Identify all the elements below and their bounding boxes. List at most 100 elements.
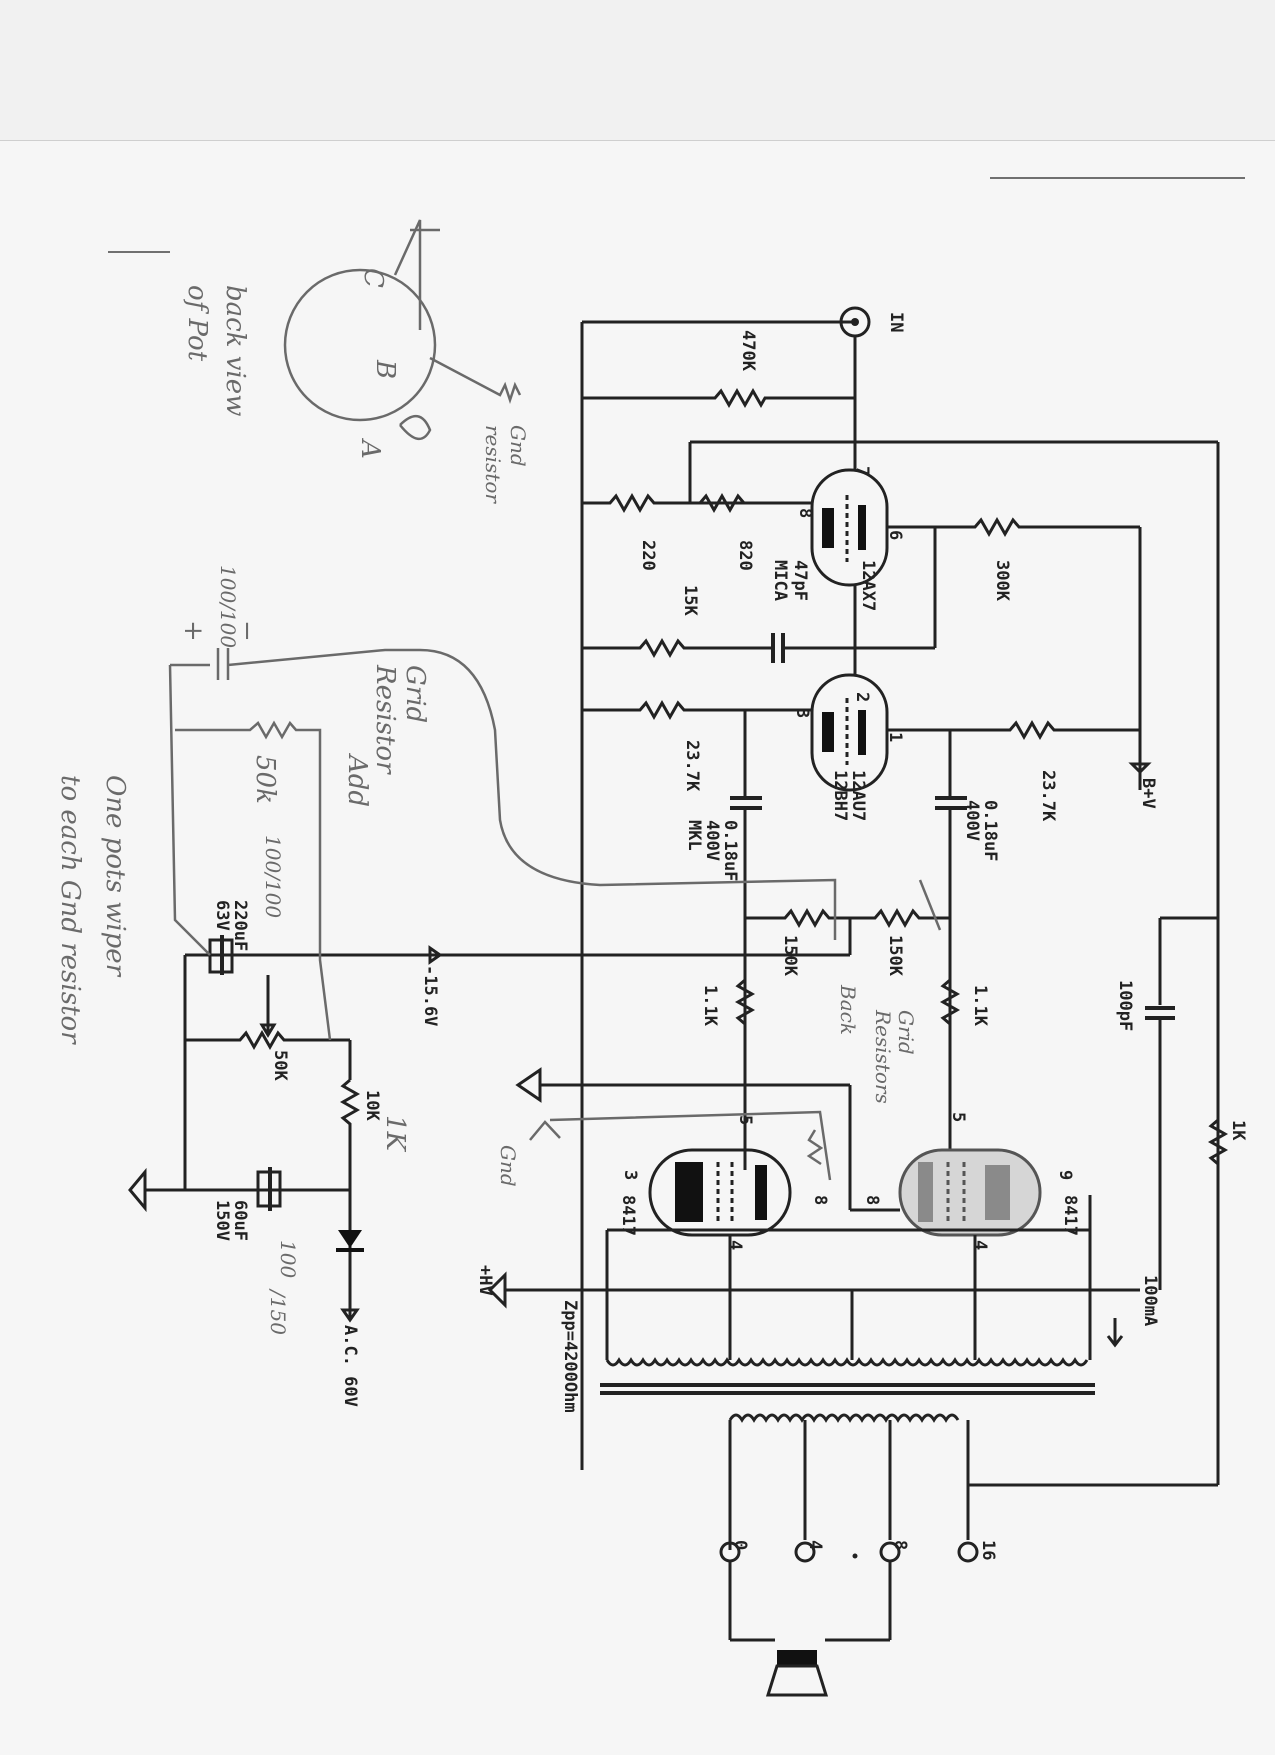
pin-2: 2 (852, 692, 872, 703)
tube-v4-label: 8417 (1060, 1195, 1080, 1236)
note-pot-a: A (355, 440, 385, 459)
label-bplus: B+V (1138, 778, 1158, 809)
pencil-gnd-wire (549, 1110, 832, 1181)
label-23k7-b: 23.7K (1038, 770, 1058, 822)
note-grid: Grid (400, 665, 430, 724)
tube-v1-label: 12AX7 (858, 560, 878, 612)
tap-label-16: 16 (978, 1540, 998, 1561)
pin-6: 6 (885, 530, 905, 541)
transformer-primary (605, 1357, 1089, 1367)
pin-3: 3 (792, 708, 812, 719)
label-10k: 10K (362, 1090, 382, 1121)
label-150v: 150V (212, 1200, 232, 1241)
bias-arrow (428, 945, 443, 965)
pin-v4-8: 8 (862, 1195, 882, 1206)
pin-v4-9: 9 (1055, 1170, 1075, 1181)
tap-16[interactable] (957, 1541, 979, 1563)
tap-8[interactable] (879, 1541, 901, 1563)
note-of-pot: of Pot (182, 285, 212, 362)
tap-dot (852, 1553, 858, 1559)
hv-arrow (487, 1271, 507, 1309)
label-300k: 300K (992, 560, 1012, 601)
note-cap-100-b: 100/100 (261, 835, 285, 919)
note-pot-c: C (358, 268, 388, 288)
pin-1: 1 (885, 732, 905, 743)
tap-4[interactable] (794, 1541, 816, 1563)
resistor-470k (582, 387, 855, 409)
note-resistor: resistor (481, 425, 505, 503)
ac-arrow (340, 1308, 360, 1323)
speaker-icon (765, 1650, 829, 1697)
resistor-300k (935, 516, 1140, 538)
pencil-arrow (918, 879, 942, 931)
tap-label-4: 4 (805, 1540, 825, 1551)
note-grid-resistor: Resistor (370, 665, 400, 774)
pot-sketch (283, 219, 522, 440)
diode (338, 1230, 362, 1248)
label-400v-b: 400V (962, 800, 982, 841)
note-plus: + (178, 620, 208, 642)
tube-12au7 (810, 673, 889, 792)
note-ground: Gnd (496, 1145, 520, 1187)
transformer-secondary (728, 1413, 960, 1423)
pin-v3-3: 3 (620, 1170, 640, 1181)
label-400v-a: 400V (702, 820, 722, 861)
resistor-10k (339, 1078, 361, 1190)
resistor-1k1-a (734, 978, 756, 1026)
note-50k: 50k (250, 755, 280, 804)
resistors-150k (745, 907, 950, 929)
resistor-220 (582, 492, 812, 514)
pin-v3-4: 4 (725, 1240, 745, 1251)
resistor-1k1-b (939, 978, 961, 1026)
capacitor-47pf (760, 633, 935, 663)
tap-label-8: 8 (890, 1540, 910, 1551)
label-feedback-resistor: 1K (1228, 1120, 1248, 1141)
pin-v3-5: 5 (735, 1115, 755, 1126)
current-arrow (1106, 1318, 1124, 1348)
pencil-wire (168, 664, 211, 956)
label-150k-b: 150K (885, 935, 905, 976)
note-one-pots: One pots wiper (100, 775, 130, 977)
pot-50k (185, 1029, 350, 1051)
scanner-band (0, 0, 1275, 141)
note-grid-2: Grid (894, 1010, 918, 1055)
label-150k-a: 150K (780, 935, 800, 976)
pin-7: 7 (852, 466, 872, 477)
note-back-view: back view (220, 285, 250, 417)
tap-0[interactable] (719, 1541, 741, 1563)
tap-label-0: 0 (730, 1540, 750, 1551)
pencil-resistor (806, 1129, 824, 1166)
ground-symbol-left (128, 1167, 185, 1213)
label-mica: MICA (770, 560, 790, 601)
capacitor-100pf (1145, 1006, 1175, 1020)
note-back: Back (836, 985, 860, 1035)
label-hv: +HV (475, 1265, 495, 1296)
label-018-b: 0.18uF (980, 800, 1000, 862)
label-47pf: 47pF (790, 560, 810, 601)
label-1k1-a: 1.1K (700, 985, 720, 1026)
resistor-feedback (1207, 1118, 1229, 1166)
label-50k: 50K (270, 1050, 290, 1081)
resistor-23k7-a (582, 699, 812, 721)
note-gnd: Gnd (506, 425, 530, 467)
label-15k: 15K (680, 585, 700, 616)
note-1k: 1K (380, 1115, 410, 1151)
tube-8417-b (898, 1148, 1042, 1237)
label-ac: A.C. 60V (340, 1325, 360, 1407)
label-63v: 63V (212, 900, 232, 931)
label-470k: 470K (738, 330, 758, 371)
input-label: IN (886, 312, 906, 333)
note-pot-b: B (370, 360, 400, 380)
tube-v3-label: 8417 (618, 1195, 638, 1236)
resistor-15k (582, 637, 760, 659)
label-100pf: 100pF (1115, 980, 1135, 1032)
tube-8417-a (648, 1148, 792, 1237)
note-each-gnd: to each Gnd resistor (55, 775, 85, 1044)
pin-8: 8 (795, 508, 815, 519)
label-220: 220 (638, 540, 658, 571)
note-cap-150: /150 (266, 1290, 290, 1335)
bplus-arrow (1128, 762, 1152, 775)
pencil-pot (175, 720, 332, 1041)
label-018-a: 0.18uF (720, 820, 740, 882)
